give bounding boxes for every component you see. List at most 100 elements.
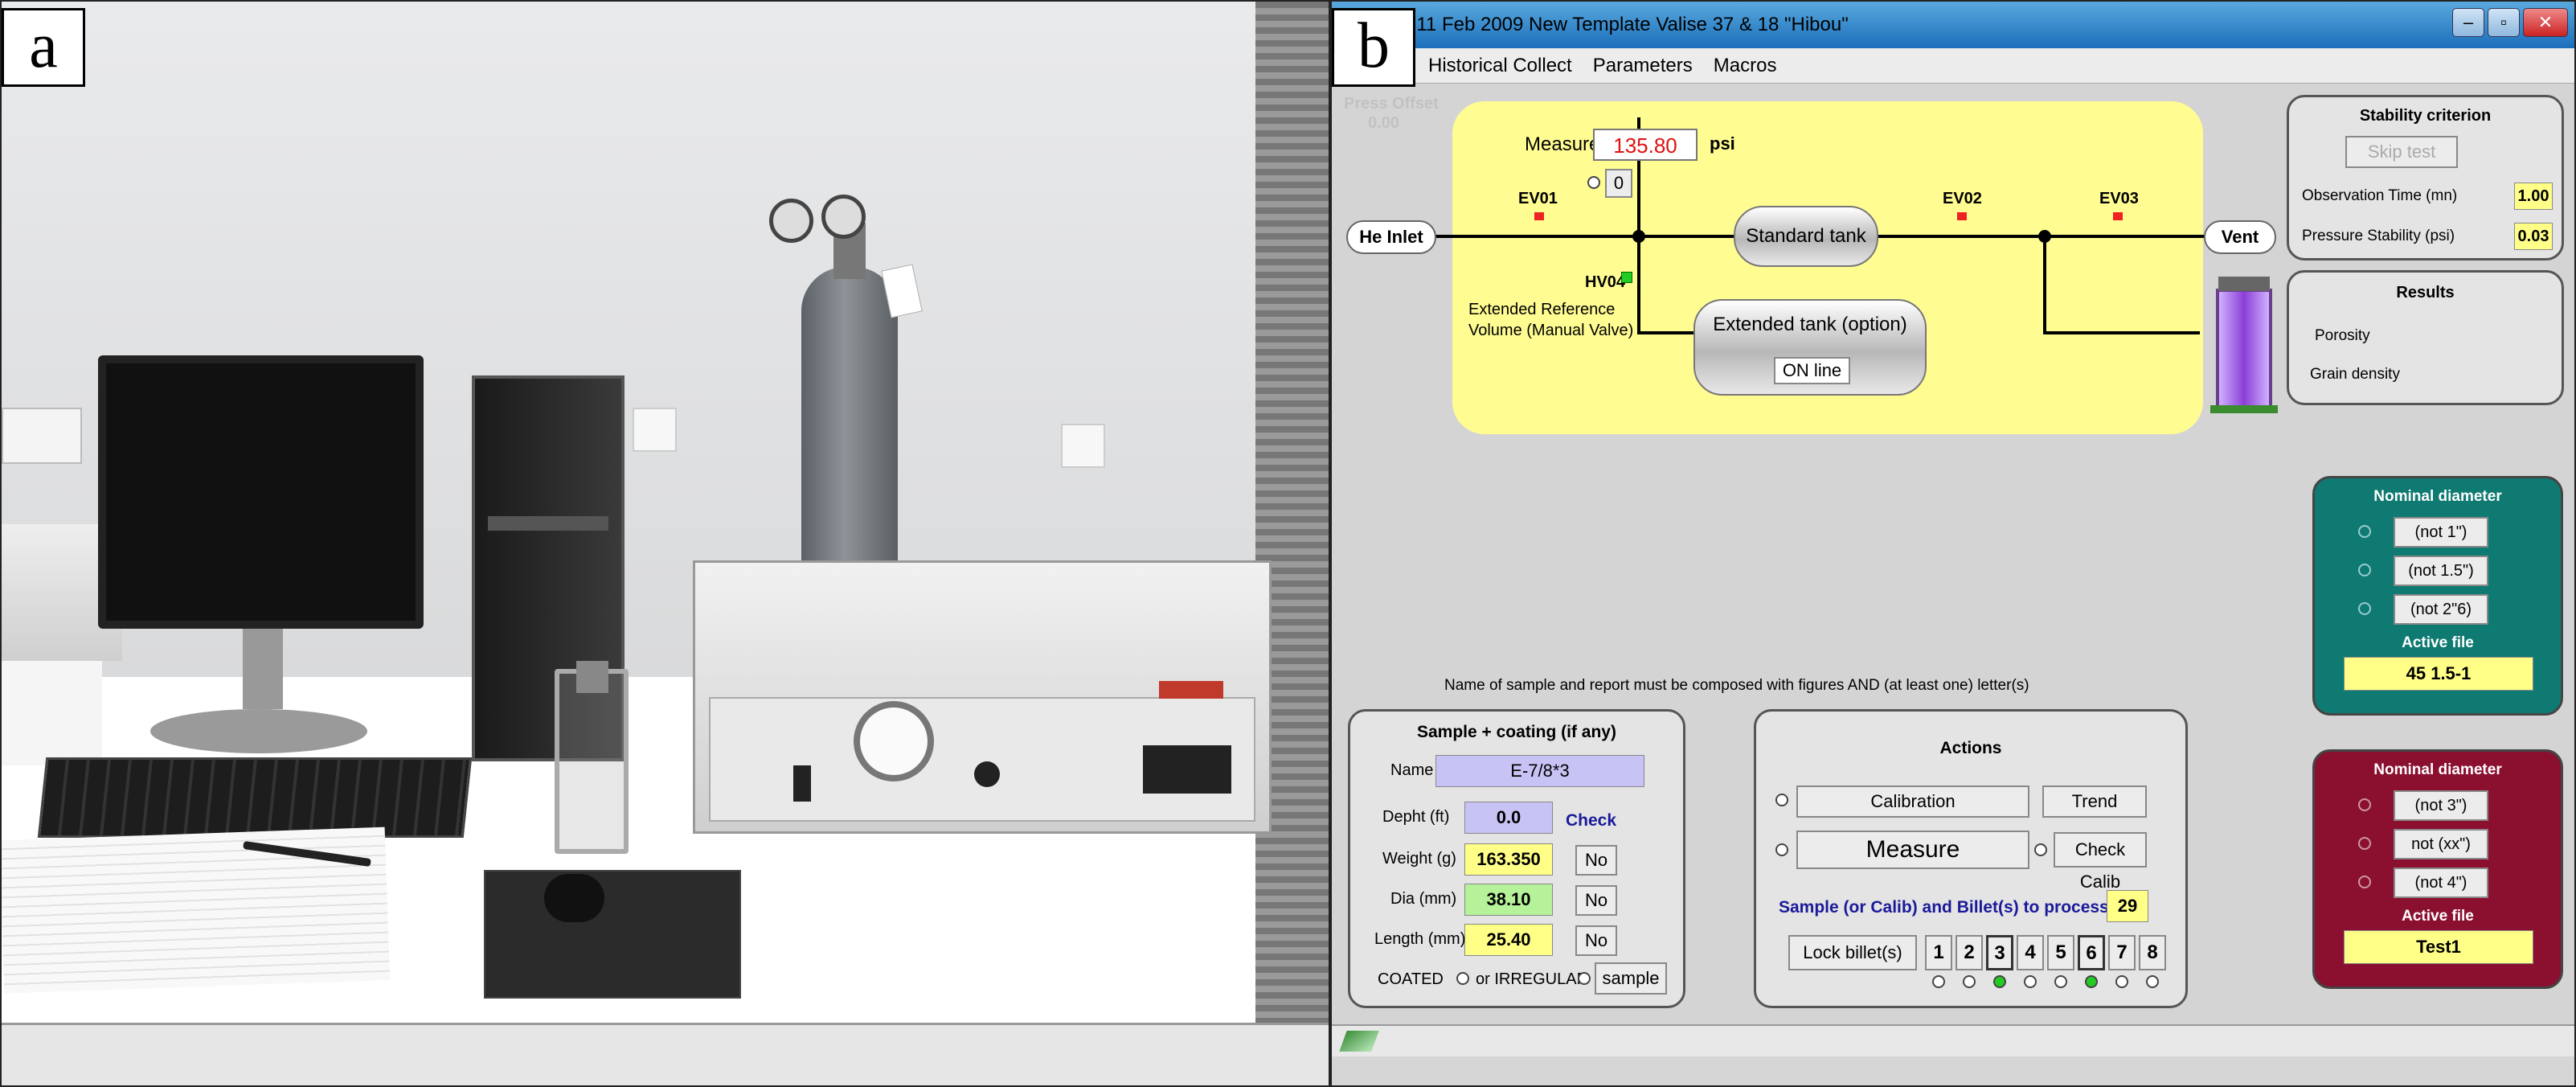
check-calib-button[interactable]: Check Calib (2054, 832, 2147, 892)
zero-radio[interactable] (1587, 176, 1600, 189)
name-input[interactable]: E-7/8*3 (1435, 755, 1644, 787)
monitor-stand (243, 629, 283, 709)
trend-button[interactable]: Trend (2042, 786, 2147, 818)
weight-check-button[interactable]: No (1575, 845, 1617, 876)
process-label: Sample (or Calib) and Billet(s) to proce… (1779, 898, 2109, 917)
billet-button-2[interactable]: 2 (1956, 935, 1983, 970)
name-label: Name (1390, 761, 1434, 779)
nominal2-option-2[interactable]: not (xx") (2394, 829, 2488, 859)
coated-radio[interactable] (1456, 972, 1469, 985)
window-blind (1255, 2, 1329, 1085)
billet-button-8[interactable]: 8 (2139, 935, 2166, 970)
menu-macros[interactable]: Macros (1713, 54, 1777, 76)
minimize-button[interactable]: – (2452, 8, 2484, 37)
measure-radio[interactable] (1775, 843, 1788, 856)
maximize-button[interactable]: ▫ (2488, 8, 2520, 37)
status-bar (1332, 1024, 2574, 1056)
length-input[interactable]: 25.40 (1464, 924, 1553, 956)
nominal2-radio-2[interactable] (2358, 837, 2371, 850)
standard-tank: Standard tank (1734, 206, 1878, 267)
pressure-stability-value[interactable]: 0.03 (2514, 223, 2553, 250)
ev03-label: EV03 (2099, 190, 2139, 207)
billet-button-1[interactable]: 1 (1925, 935, 1952, 970)
sample-button[interactable]: sample (1595, 962, 1667, 995)
nominal-diameter-panel-2: Nominal diameter (not 3") not (xx") (not… (2312, 749, 2563, 989)
billet-button-5[interactable]: 5 (2047, 935, 2074, 970)
check-calib-radio[interactable] (2034, 843, 2047, 856)
nominal1-radio-3[interactable] (2358, 602, 2371, 615)
zero-button[interactable]: 0 (1605, 169, 1632, 198)
paper-sheet (2, 827, 391, 994)
press-offset-label: Press Offset (1344, 95, 1439, 113)
calibration-radio[interactable] (1775, 794, 1788, 806)
billet-button-4[interactable]: 4 (2017, 935, 2044, 970)
nominal1-option-3[interactable]: (not 2"6) (2394, 594, 2488, 625)
dia-input[interactable]: 38.10 (1464, 884, 1553, 916)
wall-socket-left (2, 408, 82, 464)
billet-indicator-1 (1932, 975, 1945, 988)
billet-indicator-3 (1993, 975, 2006, 988)
billet-indicator-7 (2115, 975, 2128, 988)
depth-input[interactable]: 0.0 (1464, 802, 1553, 834)
online-button[interactable]: ON line (1774, 357, 1850, 384)
lock-billets-button[interactable]: Lock billet(s) (1788, 935, 1917, 970)
nominal2-radio-1[interactable] (2358, 798, 2371, 811)
nominal2-option-3[interactable]: (not 4") (2394, 868, 2488, 898)
software-panel: b 18.11 Feb 2009 New Template Valise 37 … (1330, 0, 2576, 1087)
grain-density-label: Grain density (2310, 366, 2400, 383)
client-area: Press Offset 0.00 Measure 135.80 psi 0 H… (1332, 84, 2574, 1056)
measure-pipe (1637, 117, 1640, 238)
ev01-actuator (1534, 212, 1544, 220)
irregular-radio[interactable] (1578, 972, 1591, 985)
extended-pipe-horizontal (1637, 331, 1693, 334)
skip-test-button[interactable]: Skip test (2345, 136, 2458, 168)
actions-panel: Actions Calibration Trend Measure Check … (1754, 709, 2188, 1008)
panel-label-a: a (2, 8, 85, 87)
photo-panel: a (0, 0, 1330, 1087)
stability-title: Stability criterion (2359, 107, 2492, 125)
dia-label: Dia (mm) (1390, 890, 1457, 908)
process-value[interactable]: 29 (2107, 890, 2148, 922)
nominal1-option-1[interactable]: (not 1") (2394, 517, 2488, 548)
weight-input[interactable]: 163.350 (1464, 843, 1553, 876)
pressure-gauge (854, 701, 934, 781)
length-check-button[interactable]: No (1575, 925, 1617, 956)
length-label: Length (mm) (1374, 930, 1466, 948)
menu-parameters[interactable]: Parameters (1592, 54, 1693, 76)
wall-socket-right (1061, 424, 1105, 468)
keyboard (37, 757, 473, 838)
sample-holder (555, 669, 629, 854)
nominal1-radio-1[interactable] (2358, 525, 2371, 538)
depth-label: Depht (ft) (1382, 808, 1450, 826)
measure-unit: psi (1710, 133, 1735, 154)
ev01-label: EV01 (1518, 190, 1558, 207)
billet-button-6[interactable]: 6 (2078, 935, 2105, 970)
nominal1-radio-2[interactable] (2358, 564, 2371, 576)
dia-check-button[interactable]: No (1575, 885, 1617, 916)
active-file-label-2: Active file (2402, 908, 2474, 925)
billet-button-3[interactable]: 3 (1986, 935, 2013, 970)
nominal2-option-1[interactable]: (not 3") (2394, 790, 2488, 821)
observation-value[interactable]: 1.00 (2514, 183, 2553, 210)
computer-monitor (98, 355, 424, 629)
billet-indicator-5 (2054, 975, 2067, 988)
nominal2-radio-3[interactable] (2358, 876, 2371, 888)
menu-historical-collect[interactable]: Historical Collect (1428, 54, 1572, 76)
regulator-gauge-left (769, 199, 813, 243)
instrument-switch (793, 765, 811, 802)
measure-button[interactable]: Measure (1796, 831, 2029, 869)
nominal1-option-2[interactable]: (not 1.5") (2394, 556, 2488, 586)
sample-cell-icon (2216, 289, 2272, 409)
close-button[interactable]: ✕ (2523, 8, 2568, 37)
active-file-value-2[interactable]: Test1 (2344, 930, 2533, 964)
sample-cell-cap (2218, 277, 2270, 291)
actions-title: Actions (1939, 739, 2002, 757)
billet-button-7[interactable]: 7 (2108, 935, 2136, 970)
he-inlet-label: He Inlet (1346, 220, 1436, 254)
calibration-button[interactable]: Calibration (1796, 786, 2029, 818)
active-file-value-1[interactable]: 45 1.5-1 (2344, 657, 2533, 691)
sample-panel: Sample + coating (if any) Name E-7/8*3 D… (1348, 709, 1685, 1008)
ev02-label: EV02 (1943, 190, 1982, 207)
weight-label: Weight (g) (1382, 850, 1456, 868)
